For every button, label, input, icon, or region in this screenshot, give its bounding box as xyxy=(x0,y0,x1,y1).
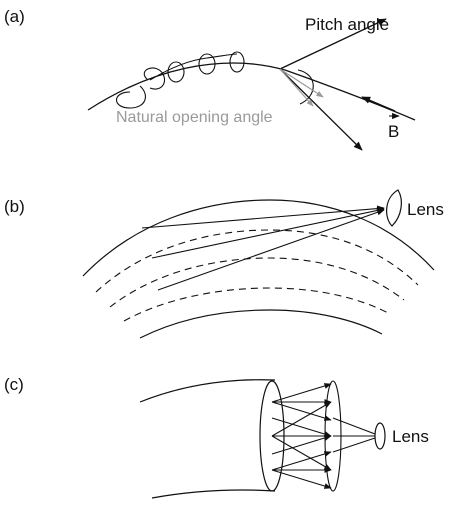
lens-b-label: Lens xyxy=(407,200,444,219)
pitch-cone xyxy=(297,69,314,105)
lens-b xyxy=(386,189,402,227)
field-symbol-label: B xyxy=(388,122,399,141)
pitch-angle-label: Pitch angle xyxy=(305,15,389,34)
pitch-angle-arrow xyxy=(279,18,387,70)
rays-to-lens xyxy=(141,205,385,291)
tube-top-wall xyxy=(139,379,276,403)
rays-to-lens-c xyxy=(332,417,376,453)
dashed-arc-1 xyxy=(95,229,419,293)
lens-c-label: Lens xyxy=(392,427,429,446)
panel-b: (b) Lens xyxy=(4,189,444,339)
ray-grid xyxy=(271,383,332,489)
lens-c xyxy=(374,422,386,450)
opening-angle-arrow-2 xyxy=(279,68,324,98)
panel-a: (a) Pitch angle Natural opening angle B xyxy=(4,7,416,151)
helical-trajectory xyxy=(115,51,245,109)
velocity-arrow xyxy=(279,68,363,151)
dashed-arc-3 xyxy=(123,287,391,322)
panel-b-label: (b) xyxy=(4,197,25,216)
natural-opening-angle-label: Natural opening angle xyxy=(116,109,273,126)
dashed-arc-2 xyxy=(109,257,405,308)
panel-c: (c) Lens xyxy=(4,375,429,499)
panel-c-label: (c) xyxy=(4,375,24,394)
inner-arc xyxy=(139,309,383,339)
panel-a-label: (a) xyxy=(4,7,25,26)
tube-bottom-wall xyxy=(151,489,276,499)
outer-arc xyxy=(82,199,435,277)
opening-angle-arrow-1 xyxy=(279,68,314,107)
magnetic-field-line xyxy=(87,62,416,121)
field-direction-arrow xyxy=(361,96,396,112)
